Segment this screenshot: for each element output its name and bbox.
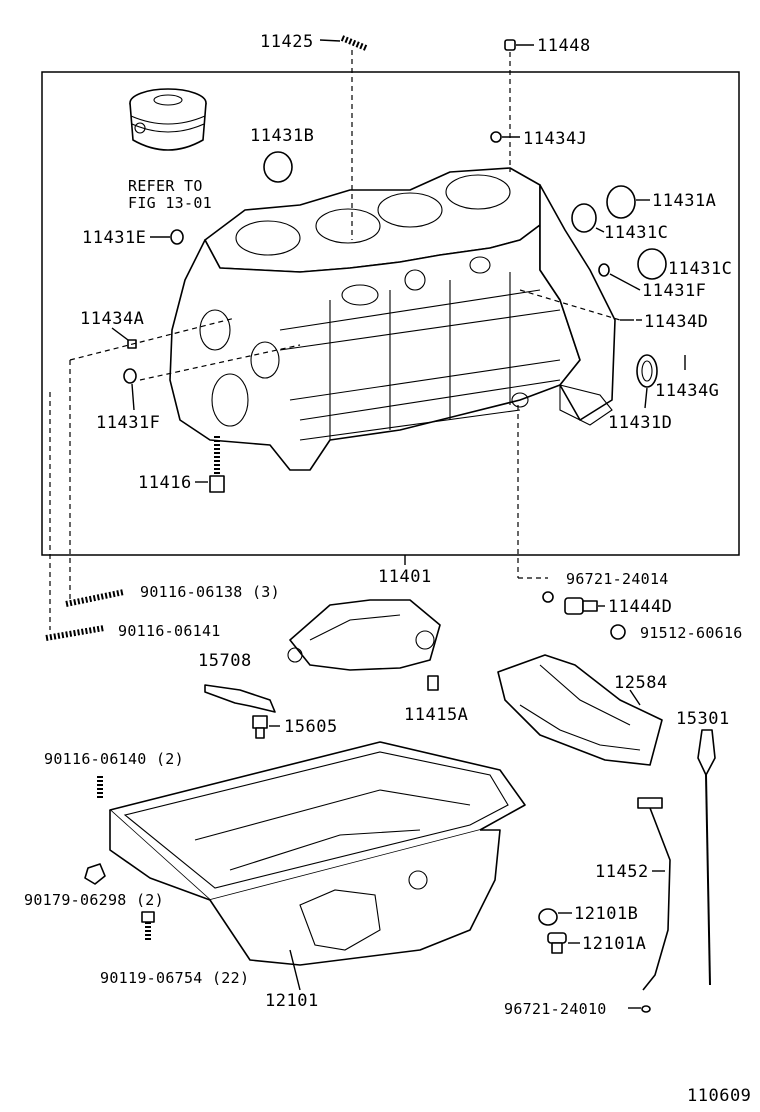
- label-91512-60616: 91512-60616: [640, 624, 743, 642]
- plug-11431C-1: [571, 203, 597, 233]
- plug-11448: [504, 39, 516, 51]
- stud-11425: [340, 35, 368, 51]
- label-90179-06298: 90179-06298 (2): [24, 891, 164, 909]
- label-12101B: 12101B: [574, 904, 638, 924]
- label-96721-24010: 96721-24010: [504, 1000, 607, 1018]
- label-90116-06141: 90116-06141: [118, 622, 221, 640]
- label-12101: 12101: [265, 991, 319, 1011]
- plug-11431F-2: [123, 368, 137, 384]
- block-group-frame: [41, 71, 740, 556]
- oil-jet-11444D: [564, 597, 598, 615]
- label-11434J: 11434J: [523, 129, 587, 149]
- refer-note-line2: FIG 13-01: [128, 194, 212, 212]
- label-11444D: 11444D: [608, 597, 672, 617]
- bolt-90119-06754: [141, 911, 155, 940]
- label-12584: 12584: [614, 673, 668, 693]
- bracket-15708: [204, 684, 276, 713]
- label-11431A: 11431A: [652, 191, 716, 211]
- plug-15605: [252, 715, 268, 739]
- drain-plug-12101A: [547, 932, 567, 954]
- label-11431F-2: 11431F: [96, 413, 160, 433]
- stud-90116-06138: [65, 589, 125, 607]
- plug-11431B: [263, 151, 293, 183]
- seal-11431D: [636, 354, 658, 388]
- oil-pickup-illustration: [287, 599, 441, 671]
- label-11434G: 11434G: [655, 381, 719, 401]
- label-11452: 11452: [595, 862, 649, 882]
- label-15605: 15605: [284, 717, 338, 737]
- label-11401: 11401: [378, 567, 432, 587]
- plug-11434J: [490, 131, 502, 143]
- bolt-91512-60616: [610, 624, 626, 640]
- oring-96721-24010: [641, 1005, 651, 1013]
- label-12101A: 12101A: [582, 934, 646, 954]
- stud-90116-06141: [45, 625, 105, 641]
- label-90119-06754: 90119-06754 (22): [100, 969, 249, 987]
- label-11431E: 11431E: [82, 228, 146, 248]
- label-11434A: 11434A: [80, 309, 144, 329]
- oil-pan-12101: [109, 741, 526, 966]
- label-90116-06140: 90116-06140 (2): [44, 750, 184, 768]
- plug-11431F-1: [598, 263, 610, 277]
- label-11431F-1: 11431F: [642, 281, 706, 301]
- label-11431D: 11431D: [608, 413, 672, 433]
- label-11448: 11448: [537, 36, 591, 56]
- label-11431C-1: 11431C: [604, 223, 668, 243]
- bolt-11416: [209, 436, 225, 493]
- plug-11431A: [606, 185, 636, 219]
- label-11431B: 11431B: [250, 126, 314, 146]
- label-11425: 11425: [260, 32, 314, 52]
- figure-id: 110609: [687, 1086, 751, 1106]
- label-15301: 15301: [676, 709, 730, 729]
- cylinder-block-illustration: [169, 167, 616, 471]
- gasket-12101B: [538, 908, 558, 926]
- oring-96721-24014: [542, 591, 554, 603]
- label-15708: 15708: [198, 651, 252, 671]
- label-11431C-2: 11431C: [668, 259, 732, 279]
- label-11434D: 11434D: [644, 312, 708, 332]
- plug-11415A: [427, 675, 439, 691]
- label-90116-06138: 90116-06138 (3): [140, 583, 280, 601]
- label-96721-24014: 96721-24014: [566, 570, 669, 588]
- plug-11431C-2: [637, 248, 667, 280]
- plug-11431E: [170, 229, 184, 245]
- label-11415A: 11415A: [404, 705, 468, 725]
- label-11416: 11416: [138, 473, 192, 493]
- refer-note-line1: REFER TO: [128, 177, 203, 195]
- piston-illustration: [129, 88, 207, 151]
- nut-90179-06298: [84, 863, 106, 885]
- dipstick-15301: [697, 729, 716, 986]
- baffle-12584: [497, 654, 663, 766]
- guide-11452: [637, 797, 671, 991]
